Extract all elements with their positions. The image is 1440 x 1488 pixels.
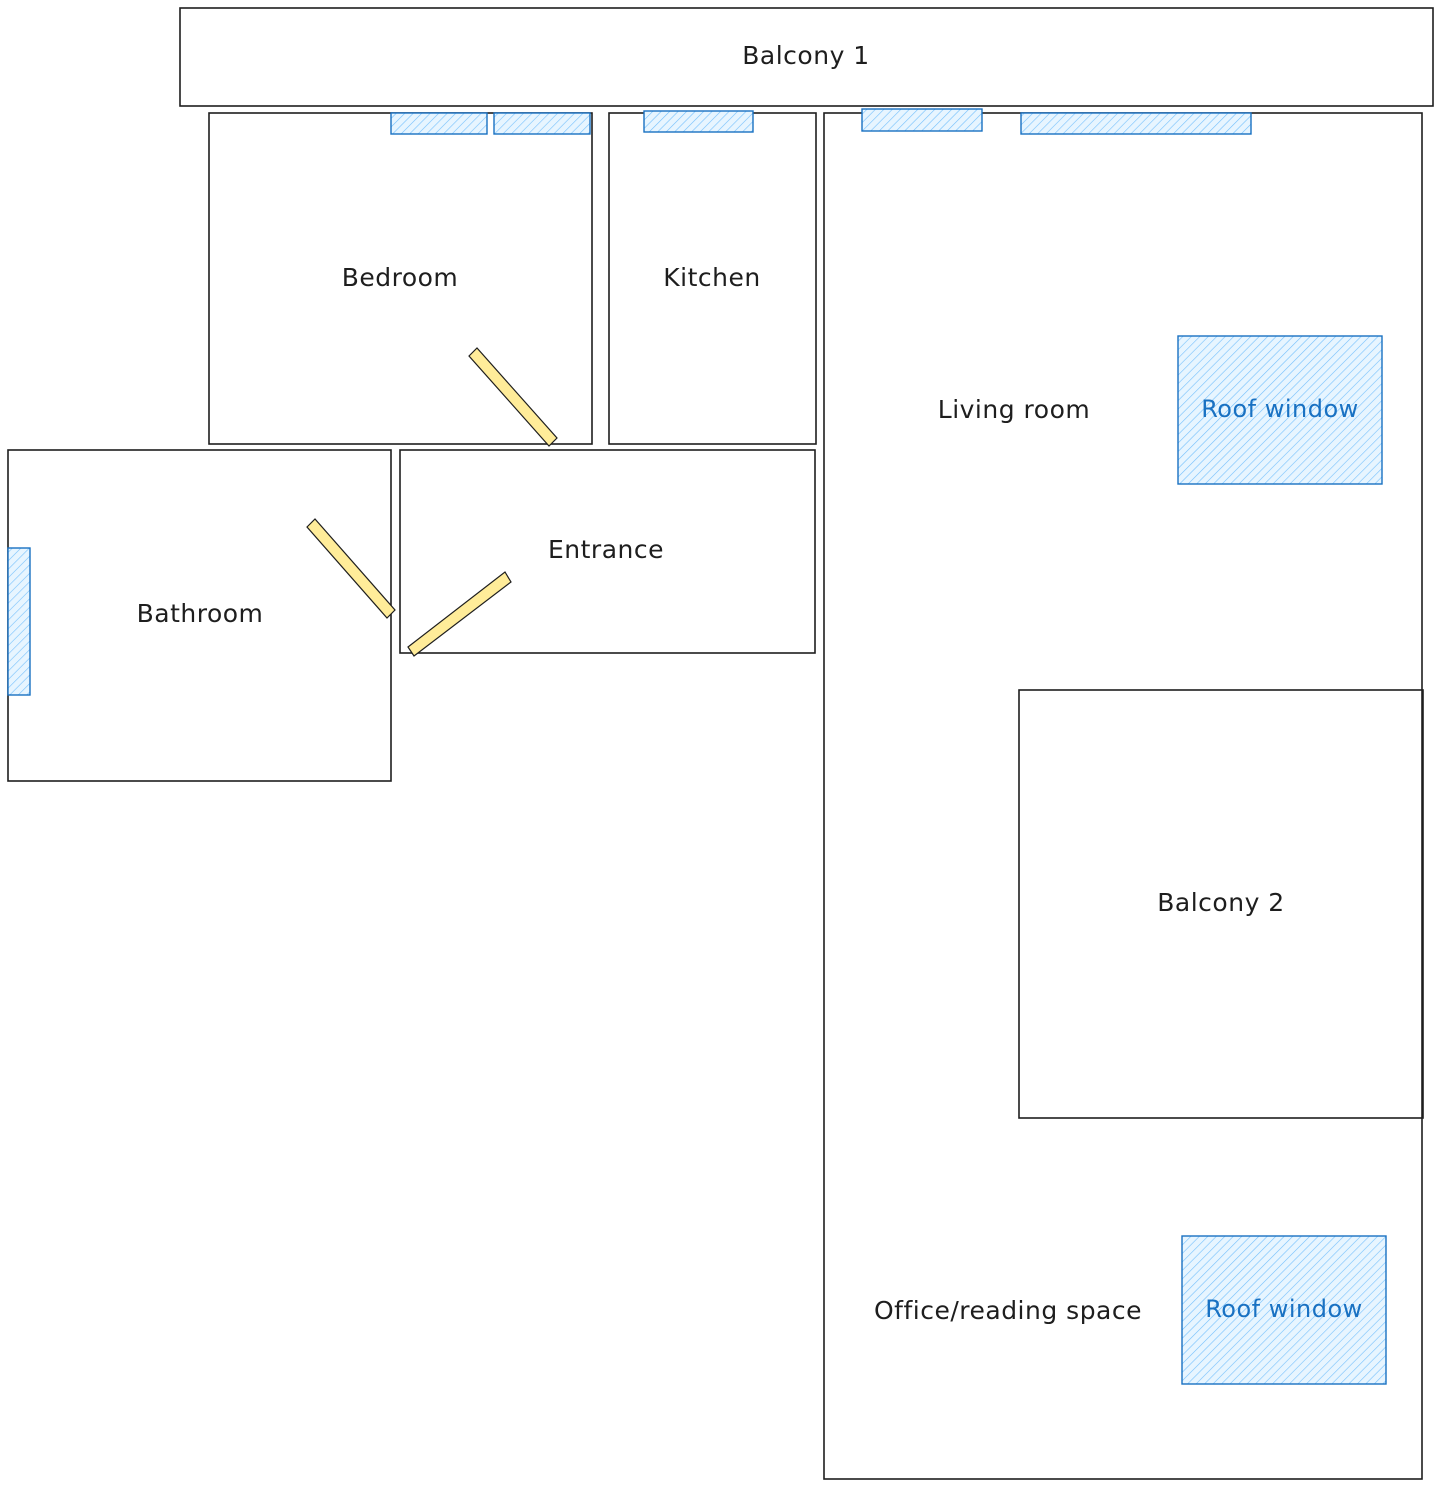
roof-window-label: Roof window [1201,395,1359,423]
kitchen: Kitchen [608,112,817,445]
living-room-window-left [861,108,983,132]
roof-window-label: Roof window [1205,1295,1363,1323]
entrance: Entrance [399,449,816,654]
balcony-2: Balcony 2 [1018,689,1424,1119]
bathroom-window [7,547,31,696]
bathroom-door [306,518,396,619]
living-room-window-right [1020,112,1252,135]
kitchen-window [643,110,754,133]
bathroom: Bathroom [7,449,392,782]
entrance-label: Entrance [548,535,664,564]
bedroom: Bedroom [208,112,593,445]
living-room-label: Living room [938,395,1090,424]
bedroom-window-right [493,112,591,135]
roof-window-living-room: Roof window [1177,335,1383,485]
entrance-door [407,571,512,657]
roof-window-office: Roof window [1181,1235,1387,1385]
bedroom-label: Bedroom [342,263,459,292]
balcony-2-label: Balcony 2 [1157,888,1284,917]
office-label: Office/reading space [874,1296,1142,1325]
bathroom-label: Bathroom [137,599,264,628]
bedroom-window-left [390,112,488,135]
kitchen-label: Kitchen [663,263,760,292]
bedroom-door [468,347,558,447]
balcony-1-label: Balcony 1 [742,41,869,70]
balcony-1: Balcony 1 [179,7,1434,107]
